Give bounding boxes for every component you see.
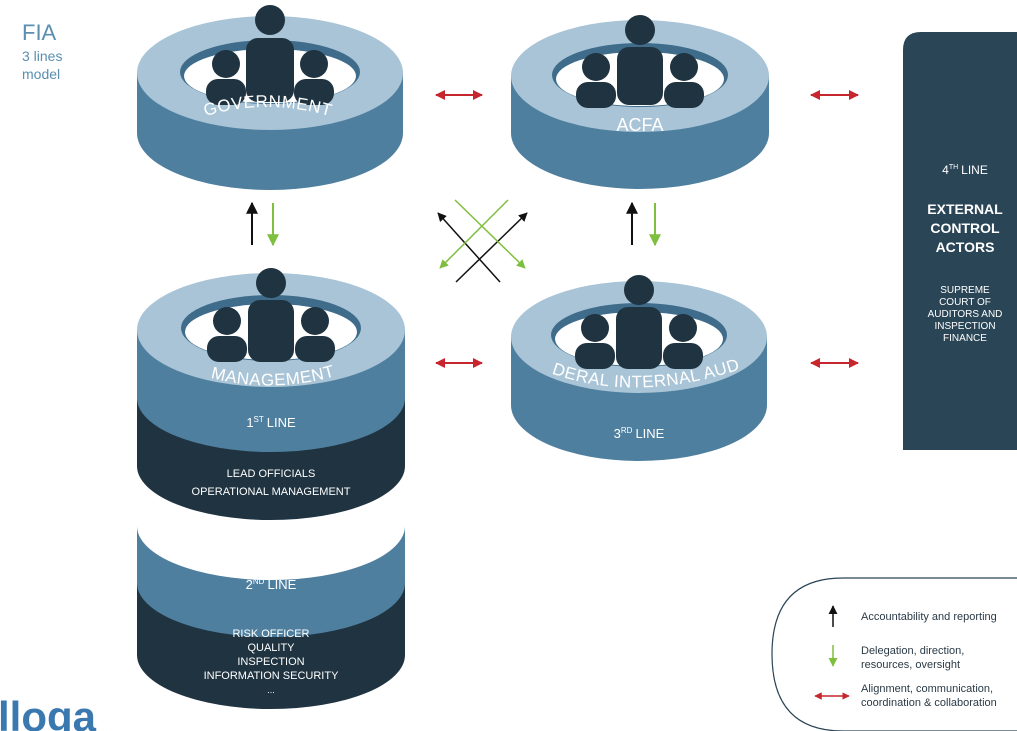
corner-title: FIA — [22, 20, 57, 45]
accountability-arrow — [455, 212, 528, 283]
panel-sub-2: COURT OF — [939, 297, 991, 308]
line2-number: 2 — [246, 577, 253, 592]
people-icon — [575, 275, 703, 369]
panel-title-2: CONTROL — [930, 220, 1000, 236]
line1-number: 1 — [246, 415, 253, 430]
panel-sub-1: SUPREME — [940, 285, 990, 296]
line2-text-3: INSPECTION — [237, 656, 304, 668]
corner-subtitle-1: 3 lines — [22, 48, 62, 64]
panel-sub-3: AUDITORS AND — [928, 309, 1003, 320]
line3-number: 3 — [614, 426, 621, 441]
government-cylinder: GOVERNMENT — [137, 5, 403, 190]
acfa-label: ACFA — [616, 115, 663, 135]
line4-suffix: TH — [949, 164, 958, 171]
panel-title-1: EXTERNAL — [927, 201, 1003, 217]
line2-suffix: ND — [253, 577, 265, 586]
accountability-arrow — [437, 212, 501, 283]
legend: Accountability and reporting Delegation,… — [771, 577, 1017, 731]
line4-word: LINE — [961, 163, 988, 177]
line2-text-5: ... — [267, 685, 275, 695]
legend-delegation-2: resources, oversight — [861, 659, 960, 671]
delegation-arrow — [454, 199, 526, 269]
legend-delegation-1: Delegation, direction, — [861, 645, 964, 657]
line1-text-1: LEAD OFFICIALS — [227, 468, 316, 480]
line1-suffix: ST — [254, 415, 264, 424]
line3-suffix: RD — [621, 426, 633, 435]
line1-word: LINE — [267, 415, 296, 430]
legend-alignment-2: coordination & collaboration — [861, 697, 997, 709]
acfa-cylinder: ACFA — [511, 15, 769, 189]
panel-sub-4: INSPECTION — [934, 321, 995, 332]
line2-word: LINE — [267, 577, 296, 592]
line3-word: LINE — [635, 426, 664, 441]
people-icon — [206, 5, 334, 105]
legend-accountability: Accountability and reporting — [861, 611, 997, 623]
line2-text-4: INFORMATION SECURITY — [204, 670, 340, 682]
delegation-arrow — [439, 199, 509, 269]
legend-alignment-1: Alignment, communication, — [861, 683, 993, 695]
line4-number: 4 — [942, 163, 949, 177]
bottom-partial-text: lloga — [0, 693, 97, 731]
corner-subtitle-2: model — [22, 66, 60, 82]
panel-sub-5: FINANCE — [943, 333, 987, 344]
line2-text-2: QUALITY — [247, 642, 295, 654]
line1-text-2: OPERATIONAL MANAGEMENT — [192, 486, 351, 498]
people-icon — [207, 268, 335, 362]
people-icon — [576, 15, 704, 108]
panel-title-3: ACTORS — [936, 239, 995, 255]
line2-text-1: RISK OFFICER — [232, 628, 309, 640]
